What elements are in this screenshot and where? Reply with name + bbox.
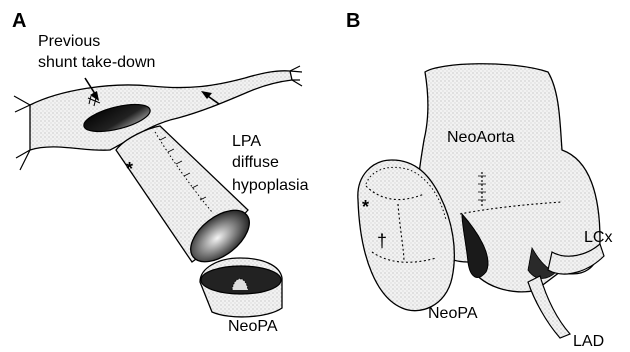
label-neopa-a: NeoPA <box>228 318 278 335</box>
label-hypoplasia: hypoplasia <box>232 177 309 194</box>
panel-a: A Previous shunt take-down LPA diffuse h… <box>12 10 309 335</box>
label-lcx: LCx <box>584 229 612 246</box>
label-shunt-take-down: shunt take-down <box>38 54 155 71</box>
label-patch-asterisk-a: * <box>126 159 133 179</box>
label-patch-asterisk-b: * <box>362 197 369 217</box>
label-lpa: LPA <box>232 133 261 150</box>
lad-artery <box>528 276 570 338</box>
label-previous: Previous <box>38 33 100 50</box>
label-neoaorta: NeoAorta <box>447 129 515 146</box>
label-lad: LAD <box>573 333 604 350</box>
lpa-left-end-lines <box>14 96 30 170</box>
panel-b-letter: B <box>346 10 360 32</box>
label-dagger: † <box>377 231 387 251</box>
label-diffuse: diffuse <box>232 154 279 171</box>
lpa-right-end-lines <box>290 66 302 86</box>
panel-a-letter: A <box>12 10 26 32</box>
label-neopa-b: NeoPA <box>428 305 478 322</box>
panel-b: B NeoAorta * † LCx NeoPA LAD <box>346 10 612 350</box>
